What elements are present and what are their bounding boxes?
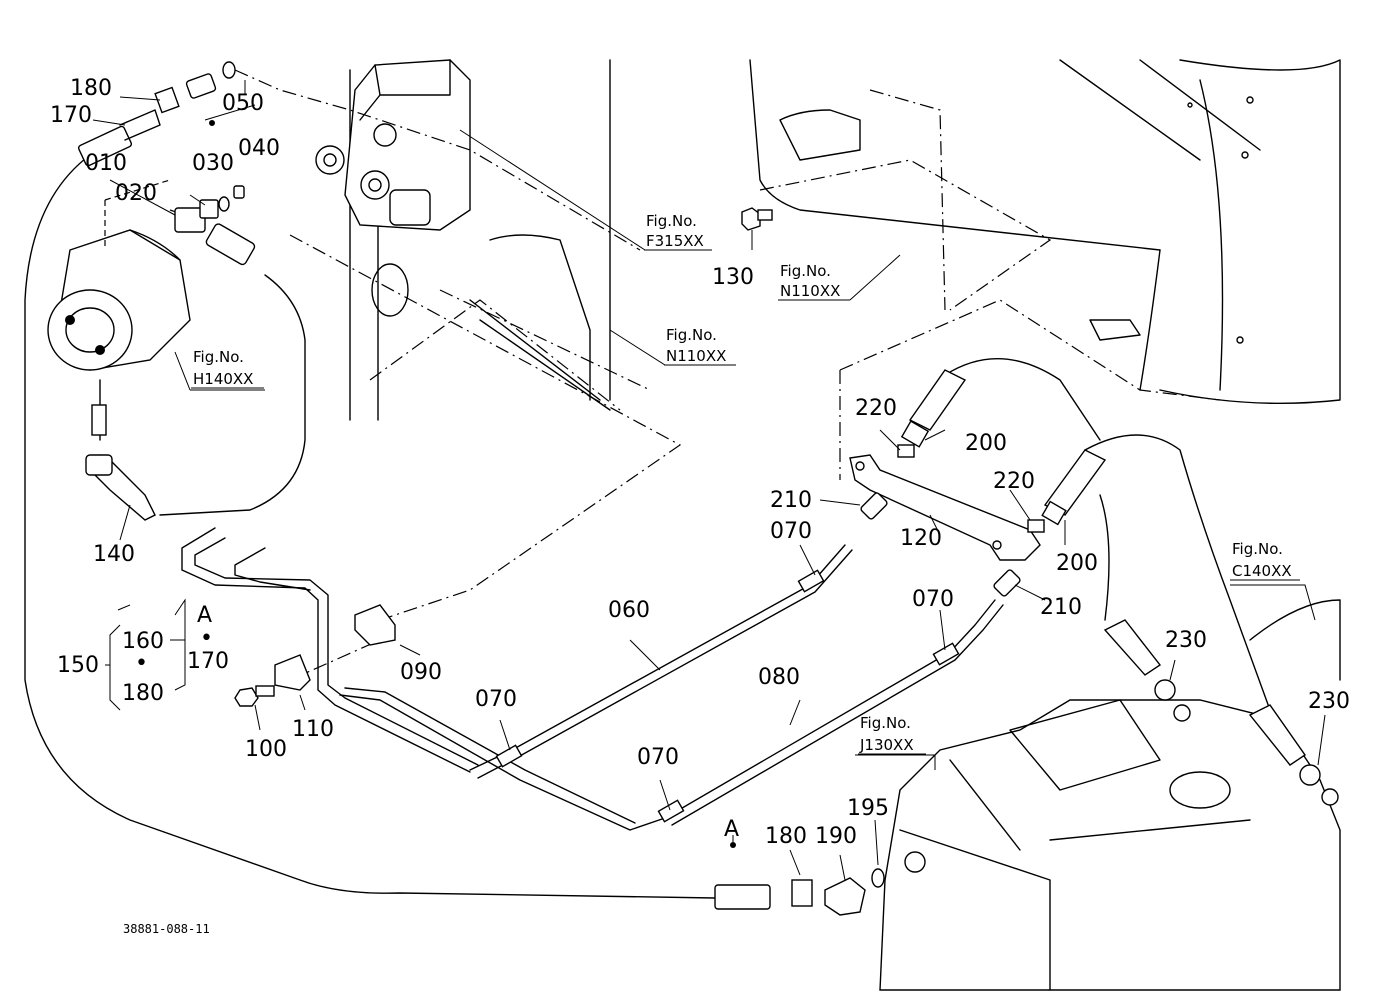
part-label: 210 bbox=[1040, 595, 1082, 620]
part-label: 200 bbox=[1056, 551, 1098, 576]
pump-assembly bbox=[47, 229, 191, 441]
part-label: 200 bbox=[965, 431, 1007, 456]
ref-label-a: A bbox=[197, 603, 212, 628]
part-label: 150 bbox=[57, 653, 99, 678]
figure-ref-c140xx-line2: C140XX bbox=[1232, 562, 1292, 580]
figure-ref-n110xx-center: Fig.No. N110XX bbox=[666, 326, 726, 365]
part-label: 030 bbox=[192, 151, 234, 176]
part-label: 210 bbox=[770, 488, 812, 513]
part-label: 040 bbox=[238, 136, 280, 161]
part-label: 230 bbox=[1165, 628, 1207, 653]
figure-ref-c140xx: Fig.No. C140XX bbox=[1232, 540, 1292, 580]
figure-ref-n110xx-center-line1: Fig.No. bbox=[666, 326, 717, 344]
part-label: 220 bbox=[993, 469, 1035, 494]
hose-lines bbox=[24, 154, 1271, 899]
part-label: 230 bbox=[1308, 689, 1350, 714]
part-label: 195 bbox=[847, 796, 889, 821]
part-label: 070 bbox=[475, 687, 517, 712]
part-label: 070 bbox=[912, 587, 954, 612]
figure-ref-f315xx: Fig.No. F315XX bbox=[646, 212, 704, 250]
part-label: 220 bbox=[855, 396, 897, 421]
figure-ref-underlines bbox=[191, 249, 1300, 755]
figure-ref-n110xx-center-line2: N110XX bbox=[666, 347, 726, 365]
part-label: 100 bbox=[245, 737, 287, 762]
part-label: 170 bbox=[187, 649, 229, 674]
figure-ref-h140xx-line2: H140XX bbox=[193, 370, 253, 388]
figure-ref-j130xx-line2: J130XX bbox=[859, 736, 914, 754]
part-label: 170 bbox=[50, 103, 92, 128]
figure-ref-c140xx-line1: Fig.No. bbox=[1232, 540, 1283, 558]
figure-ref-f315xx-line1: Fig.No. bbox=[646, 212, 697, 230]
part-label: 120 bbox=[900, 526, 942, 551]
part-label: 190 bbox=[815, 824, 857, 849]
part-label: 050 bbox=[222, 91, 264, 116]
part-label: 140 bbox=[93, 542, 135, 567]
figure-ref-j130xx: Fig.No. J130XX bbox=[859, 714, 914, 754]
part-label: 130 bbox=[712, 265, 754, 290]
part-label: 060 bbox=[608, 598, 650, 623]
part-label: 070 bbox=[637, 745, 679, 770]
part-label: 180 bbox=[765, 824, 807, 849]
figure-ref-f315xx-line2: F315XX bbox=[646, 232, 704, 250]
ref-label-a: A bbox=[724, 817, 739, 842]
fittings bbox=[77, 61, 1321, 916]
figure-ref-n110xx-right-line2: N110XX bbox=[780, 282, 840, 300]
part-label: 180 bbox=[122, 681, 164, 706]
figure-ref-n110xx-right: Fig.No. N110XX bbox=[780, 262, 840, 300]
separator-dot: • bbox=[135, 651, 148, 676]
figure-ref-h140xx-line1: Fig.No. bbox=[193, 348, 244, 366]
control-valve-housing bbox=[879, 599, 1341, 991]
part-label: 070 bbox=[770, 519, 812, 544]
part-label: 180 bbox=[70, 76, 112, 101]
figure-ref-h140xx: Fig.No. H140XX bbox=[193, 348, 253, 388]
separator-dot: • bbox=[200, 626, 213, 651]
part-label: 160 bbox=[122, 629, 164, 654]
pipe-lines bbox=[181, 527, 1004, 831]
part-label: 010 bbox=[85, 151, 127, 176]
part-label: 110 bbox=[292, 717, 334, 742]
part-label: 020 bbox=[115, 181, 157, 206]
drawing-code: 38881-088-11 bbox=[123, 922, 210, 936]
background-housings bbox=[349, 59, 1341, 421]
figure-ref-j130xx-line1: Fig.No. bbox=[860, 714, 911, 732]
part-label: 080 bbox=[758, 665, 800, 690]
part-labels: 180 170 050 040 010 030 020 130 220 200 … bbox=[50, 76, 1350, 936]
figure-ref-n110xx-right-line1: Fig.No. bbox=[780, 262, 831, 280]
reference-lines bbox=[104, 69, 1221, 681]
part-label: 090 bbox=[400, 660, 442, 685]
valve-block bbox=[315, 59, 471, 231]
